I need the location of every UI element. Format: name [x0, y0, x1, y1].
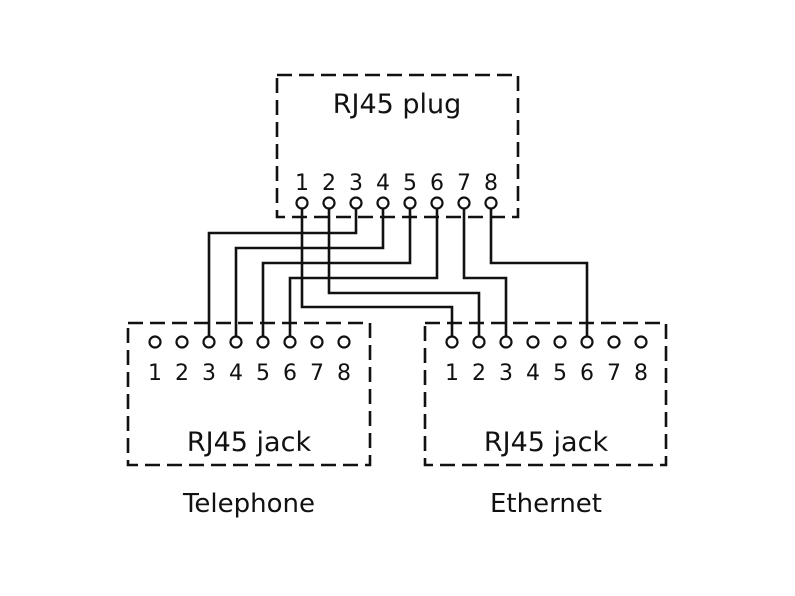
ethernet-jack-pin-number-8: 8 [634, 361, 648, 386]
wires [207, 203, 589, 342]
ethernet-jack-pin-8 [634, 335, 648, 349]
ethernet-jack-pin-6 [580, 335, 594, 349]
ethernet-jack-pin-number-6: 6 [580, 361, 594, 386]
plug-pin-number-7: 7 [457, 171, 471, 196]
telephone-jack-pin-4 [229, 335, 243, 349]
telephone-jack-pin-6 [283, 335, 297, 349]
telephone-jack-pin-number-2: 2 [175, 361, 189, 386]
plug-pin-number-4: 4 [376, 171, 390, 196]
telephone-jack-pin-3 [202, 335, 216, 349]
telephone-caption: Telephone [182, 489, 315, 519]
ethernet-caption: Ethernet [490, 489, 602, 519]
wire-plug-5-to-telephone-jack-5 [261, 203, 412, 342]
wire-plug-3-to-telephone-jack-3 [207, 203, 358, 342]
plug-pin-number-8: 8 [484, 171, 498, 196]
plug-outline [275, 73, 520, 219]
telephone-jack-pin-number-6: 6 [283, 361, 297, 386]
plug-pin-7 [457, 196, 471, 210]
wire-plug-7-to-ethernet-jack-3 [462, 203, 508, 342]
telephone-jack-pin-2 [175, 335, 189, 349]
plug-pin-number-1: 1 [295, 171, 309, 196]
plug-pin-4 [376, 196, 390, 210]
wire-plug-4-to-telephone-jack-4 [234, 203, 385, 342]
wire-plug-6-to-telephone-jack-6 [288, 203, 439, 342]
ethernet-jack-pin-number-7: 7 [607, 361, 621, 386]
ethernet-jack-pin-7 [607, 335, 621, 349]
ethernet-jack-pin-4 [526, 335, 540, 349]
telephone-jack-label: RJ45 jack [187, 427, 312, 458]
plug-pin-6 [430, 196, 444, 210]
ethernet-jack-pin-2 [472, 335, 486, 349]
telephone-jack-pin-number-5: 5 [256, 361, 270, 386]
telephone-jack-pin-number-3: 3 [202, 361, 216, 386]
plug-pin-number-5: 5 [403, 171, 417, 196]
plug-pin-8 [484, 196, 498, 210]
ethernet-jack-pin-number-1: 1 [445, 361, 459, 386]
ethernet-jack-pin-1 [445, 335, 459, 349]
telephone-jack-pin-number-7: 7 [310, 361, 324, 386]
ethernet-jack-outline [423, 321, 668, 467]
plug-pin-number-3: 3 [349, 171, 363, 196]
plug-pin-number-2: 2 [322, 171, 336, 196]
ethernet-jack-pin-number-4: 4 [526, 361, 540, 386]
telephone-jack-pin-7 [310, 335, 324, 349]
telephone-jack-pin-8 [337, 335, 351, 349]
telephone-jack-pin-5 [256, 335, 270, 349]
telephone-jack-pin-number-8: 8 [337, 361, 351, 386]
wire-plug-1-to-ethernet-jack-1 [300, 203, 454, 342]
ethernet-jack-pin-number-3: 3 [499, 361, 513, 386]
telephone-jack-pin-number-4: 4 [229, 361, 243, 386]
ethernet-jack-pin-5 [553, 335, 567, 349]
pin-contacts [148, 196, 648, 349]
plug-pin-3 [349, 196, 363, 210]
ethernet-jack-pin-number-2: 2 [472, 361, 486, 386]
telephone-jack-pin-number-1: 1 [148, 361, 162, 386]
plug-pin-number-6: 6 [430, 171, 444, 196]
wire-plug-8-to-ethernet-jack-6 [489, 203, 589, 342]
plug-pin-1 [295, 196, 309, 210]
telephone-jack-outline [126, 321, 372, 467]
plug-label: RJ45 plug [333, 89, 462, 120]
ethernet-jack-pin-3 [499, 335, 513, 349]
plug-pin-2 [322, 196, 336, 210]
wire-plug-2-to-ethernet-jack-2 [327, 203, 481, 342]
plug-pin-5 [403, 196, 417, 210]
telephone-jack-pin-1 [148, 335, 162, 349]
ethernet-jack-pin-number-5: 5 [553, 361, 567, 386]
ethernet-jack-label: RJ45 jack [484, 427, 609, 458]
